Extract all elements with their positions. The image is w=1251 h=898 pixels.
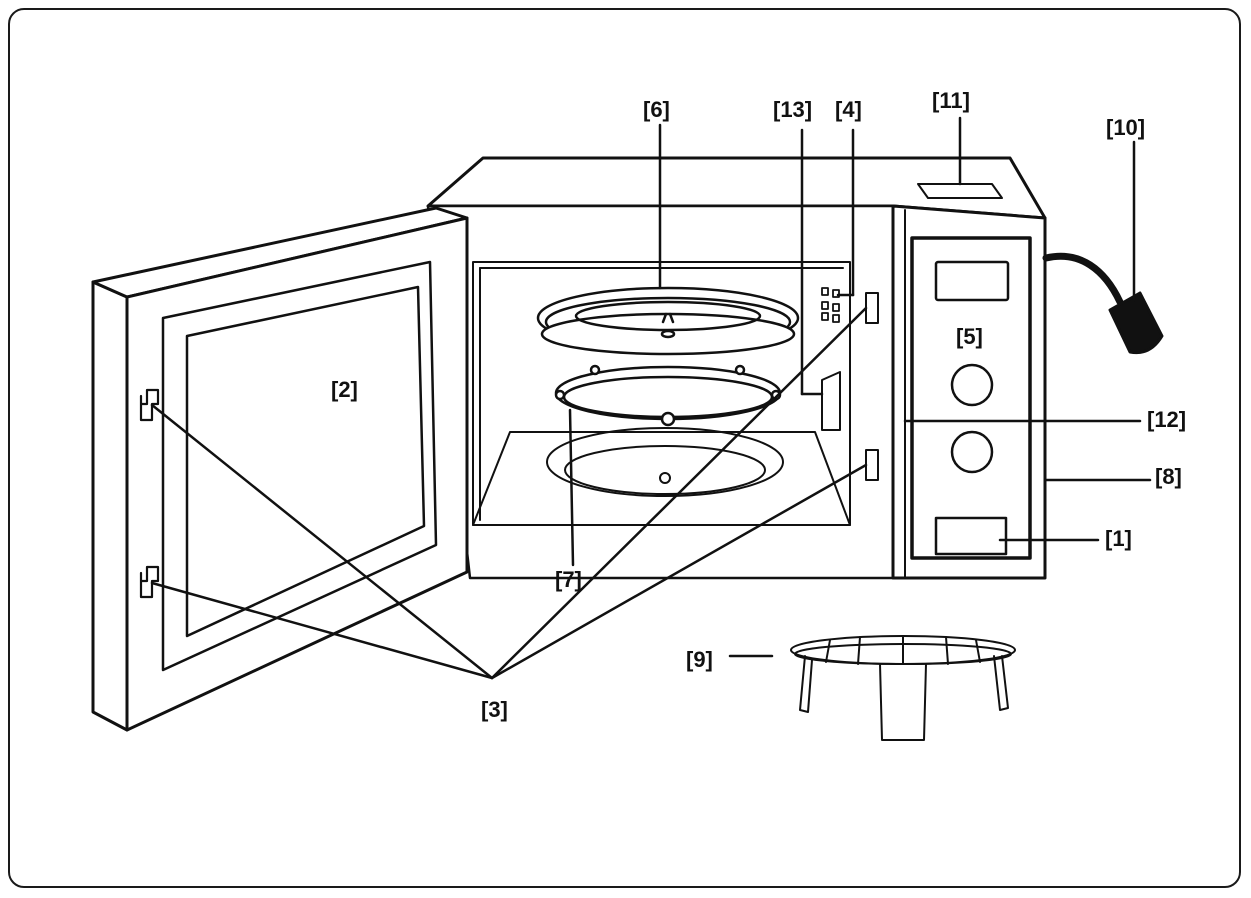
diagram-frame — [8, 8, 1241, 888]
door — [91, 206, 469, 732]
label-6: [6] — [643, 97, 670, 122]
control-knob-upper — [950, 363, 994, 407]
label-9: [9] — [686, 647, 713, 672]
control-panel-housing — [891, 204, 1047, 580]
label-3: [3] — [481, 697, 508, 722]
roller-ring — [554, 364, 782, 427]
door-release-button — [934, 516, 1008, 556]
label-2: [2] — [331, 377, 358, 402]
display-window — [934, 260, 1010, 302]
waveguide-cover — [821, 371, 841, 431]
door-latch-lower-icon — [139, 565, 160, 599]
label-10: [10] — [1106, 115, 1146, 140]
door-window — [185, 285, 426, 638]
power-cord — [1042, 252, 1164, 355]
label-11: [11] — [932, 88, 970, 113]
label-8: [8] — [1155, 464, 1182, 489]
label-13: [13] — [773, 97, 813, 122]
door-latch-upper-icon — [139, 388, 160, 422]
leader-lines — [150, 116, 1152, 680]
label-1: [1] — [1105, 526, 1132, 551]
turntable-glass — [536, 286, 800, 356]
label-12: [12] — [1147, 407, 1187, 432]
grill-rack — [790, 635, 1016, 741]
label-4: [4] — [835, 97, 862, 122]
label-5: [5] — [956, 324, 983, 349]
control-knob-lower — [950, 430, 994, 474]
label-7: [7] — [555, 567, 582, 592]
vent — [917, 183, 1003, 199]
safety-interlock — [821, 287, 840, 323]
